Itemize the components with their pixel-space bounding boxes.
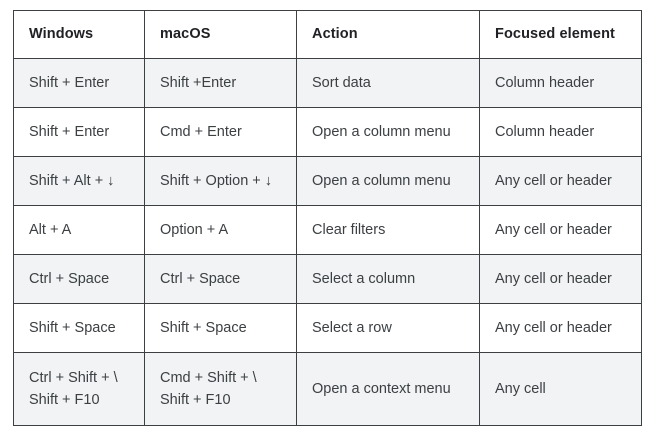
- keyboard-shortcuts-table: Windows macOS Action Focused element Shi…: [13, 10, 642, 426]
- cell-focused-element: Any cell or header: [479, 205, 642, 255]
- cell-action: Open a column menu: [296, 156, 480, 206]
- cell-focused-element: Column header: [479, 107, 642, 157]
- column-header-action: Action: [296, 10, 480, 59]
- cell-focused-element: Any cell or header: [479, 303, 642, 353]
- cell-action: Open a column menu: [296, 107, 480, 157]
- cell-windows-line-2: Shift + F10: [29, 392, 100, 408]
- table-row: Ctrl + Shift + \ Shift + F10 Cmd + Shift…: [13, 352, 642, 426]
- cell-windows: Shift + Enter: [13, 107, 145, 157]
- cell-action: Sort data: [296, 58, 480, 108]
- cell-focused-element: Any cell or header: [479, 156, 642, 206]
- table-row: Ctrl + Space Ctrl + Space Select a colum…: [13, 254, 642, 304]
- cell-focused-element: Any cell: [479, 352, 642, 426]
- table-header-row: Windows macOS Action Focused element: [13, 10, 642, 59]
- cell-macos-line-2: Shift + F10: [160, 392, 231, 408]
- table-row: Alt + A Option + A Clear filters Any cel…: [13, 205, 642, 255]
- column-header-focused-element: Focused element: [479, 10, 642, 59]
- cell-macos: Option + A: [144, 205, 297, 255]
- cell-macos: Cmd + Enter: [144, 107, 297, 157]
- table-row: Shift + Enter Shift +Enter Sort data Col…: [13, 58, 642, 108]
- cell-action: Select a row: [296, 303, 480, 353]
- cell-windows: Alt + A: [13, 205, 145, 255]
- column-header-macos: macOS: [144, 10, 297, 59]
- cell-macos: Shift +Enter: [144, 58, 297, 108]
- cell-windows: Shift + Alt + ↓: [13, 156, 145, 206]
- table-header: Windows macOS Action Focused element: [13, 10, 642, 59]
- cell-focused-element: Column header: [479, 58, 642, 108]
- table-row: Shift + Space Shift + Space Select a row…: [13, 303, 642, 353]
- cell-windows: Ctrl + Space: [13, 254, 145, 304]
- cell-macos: Ctrl + Space: [144, 254, 297, 304]
- cell-action: Select a column: [296, 254, 480, 304]
- column-header-windows: Windows: [13, 10, 145, 59]
- cell-action: Clear filters: [296, 205, 480, 255]
- cell-action: Open a context menu: [296, 352, 480, 426]
- cell-macos-line-1: Cmd + Shift + \: [160, 369, 257, 386]
- cell-macos: Shift + Space: [144, 303, 297, 353]
- table-row: Shift + Alt + ↓ Shift + Option + ↓ Open …: [13, 156, 642, 206]
- cell-macos: Cmd + Shift + \ Shift + F10: [144, 352, 297, 426]
- cell-windows-line-1: Ctrl + Shift + \: [29, 369, 118, 386]
- table-body: Shift + Enter Shift +Enter Sort data Col…: [13, 58, 642, 426]
- cell-focused-element: Any cell or header: [479, 254, 642, 304]
- cell-macos: Shift + Option + ↓: [144, 156, 297, 206]
- table-row: Shift + Enter Cmd + Enter Open a column …: [13, 107, 642, 157]
- cell-windows: Shift + Space: [13, 303, 145, 353]
- cell-windows: Ctrl + Shift + \ Shift + F10: [13, 352, 145, 426]
- shortcuts-table-wrapper: Windows macOS Action Focused element Shi…: [13, 10, 642, 426]
- cell-windows: Shift + Enter: [13, 58, 145, 108]
